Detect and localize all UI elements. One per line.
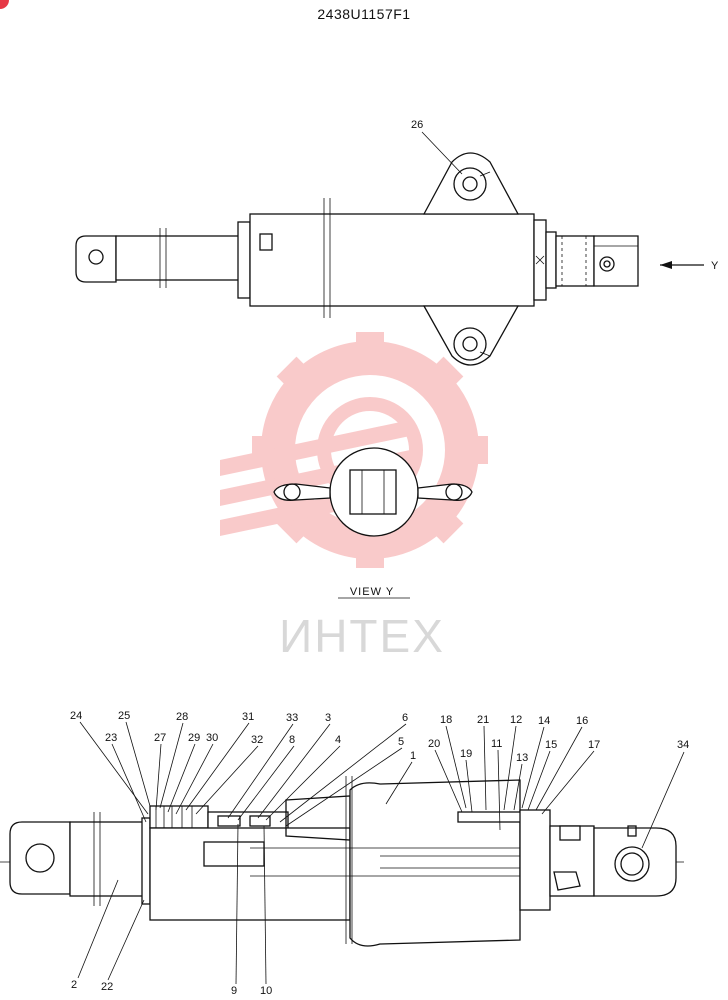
callout-28: 28 <box>176 711 188 723</box>
callout-29: 29 <box>188 732 200 744</box>
callout-12: 12 <box>510 714 522 726</box>
cylinder-section-view: 24 25 23 27 28 29 30 31 32 33 8 3 4 6 5 … <box>0 710 689 997</box>
callout-30: 30 <box>206 732 218 744</box>
cylinder-top-view: Y 26 <box>75 119 719 366</box>
corner-badge-icon <box>0 0 9 9</box>
callout-5: 5 <box>398 736 404 748</box>
callout-25: 25 <box>118 710 130 722</box>
callout-9: 9 <box>231 985 237 997</box>
callout-19: 19 <box>460 748 472 760</box>
callout-11: 11 <box>491 738 502 750</box>
callout-16: 16 <box>576 715 588 727</box>
watermark-logo <box>220 332 488 568</box>
callout-3: 3 <box>325 712 331 724</box>
callout-24: 24 <box>70 710 82 722</box>
view-arrow-label: Y <box>711 260 719 272</box>
callout-27: 27 <box>154 732 166 744</box>
callout-32: 32 <box>251 734 263 746</box>
callout-6: 6 <box>402 712 408 724</box>
watermark-text: ИНТЕХ <box>279 610 445 662</box>
callout-18: 18 <box>440 714 452 726</box>
view-y-end-view: VIEW Y <box>273 447 473 599</box>
callout-21: 21 <box>477 714 489 726</box>
leader-lines <box>77 721 685 985</box>
callout-23: 23 <box>105 732 117 744</box>
callout-34: 34 <box>677 739 689 751</box>
callout-10: 10 <box>260 985 272 997</box>
callout-14: 14 <box>538 715 550 727</box>
callout-4: 4 <box>335 734 341 746</box>
callout-31: 31 <box>242 711 254 723</box>
callout-20: 20 <box>428 738 440 750</box>
callout-13: 13 <box>516 752 528 764</box>
callout-17: 17 <box>588 739 600 751</box>
callout-26: 26 <box>411 119 423 131</box>
page-title: 2438U1157F1 <box>317 6 411 22</box>
callout-22: 22 <box>101 981 113 993</box>
callout-33: 33 <box>286 712 298 724</box>
callout-15: 15 <box>545 739 557 751</box>
view-y-label: VIEW Y <box>350 586 394 598</box>
callout-8: 8 <box>289 734 295 746</box>
callout-1: 1 <box>410 750 416 762</box>
callout-2: 2 <box>71 979 77 991</box>
